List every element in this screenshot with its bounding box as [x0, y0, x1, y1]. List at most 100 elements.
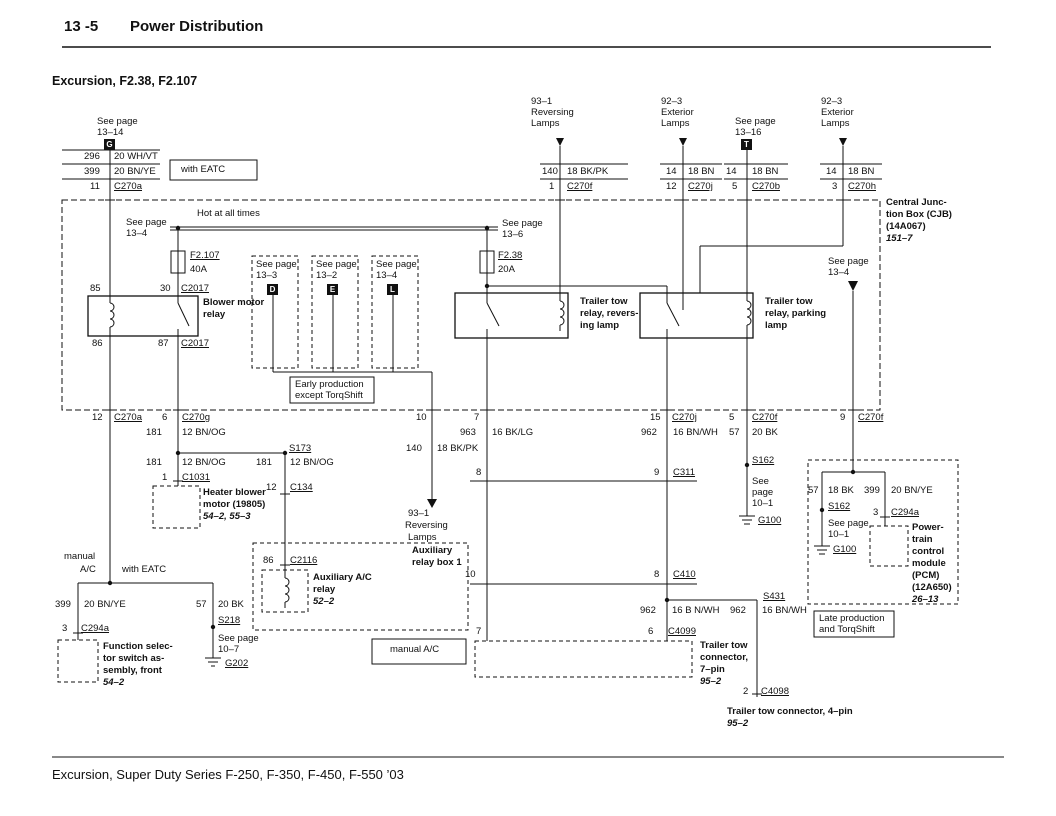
diagram-label: Reversing — [531, 107, 574, 118]
diagram-label: 8 — [654, 569, 660, 580]
diagram-label: S218 — [218, 615, 241, 626]
diagram-label: tion Box (CJB) — [886, 209, 952, 220]
diagram-label: relay, revers- — [580, 308, 639, 319]
diagram-label: See page — [97, 116, 138, 127]
flow-arrows — [427, 138, 858, 508]
diagram-label: 399 — [84, 166, 100, 177]
diagram-label: C270b — [752, 181, 780, 192]
diagram-label: 962 — [730, 605, 746, 616]
diagram-label: 13–3 — [256, 270, 278, 281]
diagram-label: 962 — [640, 605, 656, 616]
diagram-label: S162 — [828, 501, 851, 512]
diagram-label: 18 BN — [848, 166, 875, 177]
diagram-label: 14 — [666, 166, 677, 177]
header-title: Power Distribution — [130, 18, 264, 35]
diagram-label: 12 — [266, 482, 277, 493]
diagram-label: Power- — [912, 522, 944, 533]
diagram-label: 9 — [840, 412, 846, 423]
diagram-label: C270f — [752, 412, 778, 423]
diagram-label: 95–2 — [727, 718, 749, 729]
diagram-label: 5 — [732, 181, 738, 192]
diagram-label: ing lamp — [580, 320, 620, 331]
diagram-label: 963 — [460, 427, 476, 438]
diagram-label: 20A — [498, 264, 515, 275]
diagram-label: 52–2 — [313, 596, 335, 607]
diagram-label: 93–1 — [531, 96, 553, 107]
diagram-label: Lamps — [821, 118, 850, 129]
diagram-label: C294a — [81, 623, 109, 634]
diagram-label: 1 — [162, 472, 168, 483]
diagram-label: (12A650) — [912, 582, 952, 593]
diagram-label: 399 — [864, 485, 880, 496]
diagram-label: 6 — [162, 412, 168, 423]
function-selector-switch-box — [57, 639, 99, 683]
diagram-label: F2.38 — [498, 250, 523, 261]
diagram-label: train — [912, 534, 933, 545]
junction-dots — [107, 225, 856, 630]
diagram-label: 92–3 — [661, 96, 683, 107]
diagram-label: C410 — [673, 569, 696, 580]
diagram-label: control — [912, 546, 945, 557]
diagram-label: 18 BN — [688, 166, 715, 177]
diagram-label: Lamps — [531, 118, 560, 129]
diagram-label: relay — [203, 309, 226, 320]
diagram-label: 10–7 — [218, 644, 240, 655]
diagram-label: 13–4 — [126, 228, 148, 239]
diagram-label: relay box 1 — [412, 557, 462, 568]
diagram-label: Exterior — [821, 107, 854, 118]
diagram-label: 13–4 — [376, 270, 398, 281]
diagram-label: C4098 — [761, 686, 789, 697]
hot-at-all-times-bus — [170, 226, 498, 231]
diagram-label: 40A — [190, 264, 207, 275]
diagram-label: connector, — [700, 652, 749, 663]
cjb-box — [61, 199, 881, 411]
ground-g202-icon — [205, 657, 221, 667]
diagram-title: Excursion, F2.38, F2.107 — [52, 74, 198, 88]
diagram-label: C270j — [688, 181, 713, 192]
diagram-label: See page — [735, 116, 776, 127]
diagram-label: 13–14 — [97, 127, 124, 138]
diagram-label: Late production — [819, 613, 885, 624]
diagram-label: 10–1 — [752, 498, 774, 509]
diagram-label: 151–7 — [886, 233, 913, 244]
page-section-number: 13 -5 — [64, 18, 99, 35]
diagram-label: 20 BN/YE — [891, 485, 933, 496]
diagram-label: See page — [316, 259, 357, 270]
diagram-label: C311 — [673, 467, 696, 478]
diagram-label: C2017 — [181, 338, 209, 349]
diagram-label: S431 — [763, 591, 786, 602]
diagram-label: relay — [313, 584, 336, 595]
diagram-label: manual — [64, 551, 96, 562]
diagram-label: 5 — [729, 412, 735, 423]
blower-motor-relay-box — [87, 295, 199, 337]
diagram-label: 10–1 — [828, 529, 850, 540]
diagram-label: 86 — [92, 338, 103, 349]
diagram-label: 3 — [62, 623, 68, 634]
dashed-component-boxes — [57, 255, 959, 683]
diagram-label: Auxiliary A/C — [313, 572, 372, 583]
diagram-label: 20 BK — [218, 599, 244, 610]
diagram-label: 93–1 — [408, 508, 430, 519]
diagram-label: C270f — [567, 181, 593, 192]
diagram-label: C270a — [114, 412, 142, 423]
diagram-label: Trailer tow — [700, 640, 748, 651]
diagram-label: with EATC — [181, 164, 226, 175]
diagram-label: G100 — [833, 544, 857, 555]
diagram-label: Lamps — [661, 118, 690, 129]
diagram-label: 16 B N/WH — [672, 605, 720, 616]
down-arrow-see-page-13-4 — [848, 281, 858, 291]
fuse-f238-icon — [479, 250, 495, 274]
diagram-label: C4099 — [668, 626, 696, 637]
connector-t: T — [741, 139, 752, 150]
diagram-label: Trailer tow connector, 4–pin — [727, 706, 853, 717]
diagram-label: 16 BN/WH — [762, 605, 807, 616]
diagram-label: 12 BN/OG — [182, 457, 226, 468]
diagram-label: 6 — [648, 626, 654, 637]
diagram-label: Auxiliary — [412, 545, 453, 556]
diagram-label: C270j — [672, 412, 697, 423]
diagram-label: 20 WH/VT — [114, 151, 158, 162]
diagram-label: 57 — [808, 485, 819, 496]
